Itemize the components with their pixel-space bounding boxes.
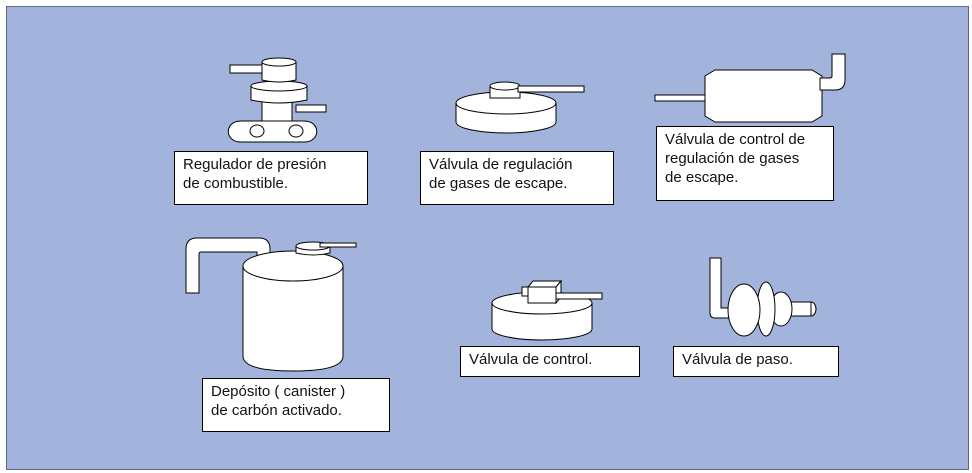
label-line: regulación de gases [665, 150, 800, 167]
label-line: Depósito ( canister ) [211, 383, 346, 400]
pass-valve-icon [709, 257, 817, 337]
fuel-pressure-regulator-icon [227, 57, 327, 143]
label-line: Válvula de control. [469, 351, 593, 368]
label-line: de gases de escape. [429, 175, 568, 192]
label-line: Regulador de presión [183, 156, 327, 173]
label-line: Válvula de regulación [429, 156, 573, 173]
canister-icon [185, 237, 357, 372]
label-line: de escape. [665, 169, 739, 186]
label-line: de carbón activado. [211, 402, 342, 419]
label-line: Válvula de paso. [682, 351, 793, 368]
label-canister: Depósito ( canister ) de carbón activado… [202, 378, 390, 432]
control-valve-icon [491, 279, 603, 341]
label-fuel-pressure-regulator: Regulador de presión de combustible. [174, 151, 368, 205]
exhaust-regulation-valve-icon [455, 81, 585, 134]
label-pass-valve: Válvula de paso. [673, 346, 839, 377]
label-exhaust-control-valve: Válvula de control de regulación de gase… [656, 126, 834, 201]
exhaust-control-valve-icon [654, 53, 846, 123]
label-exhaust-regulation-valve: Válvula de regulación de gases de escape… [420, 151, 614, 205]
label-line: de combustible. [183, 175, 289, 192]
label-control-valve: Válvula de control. [460, 346, 640, 377]
label-line: Válvula de control de [665, 131, 806, 148]
